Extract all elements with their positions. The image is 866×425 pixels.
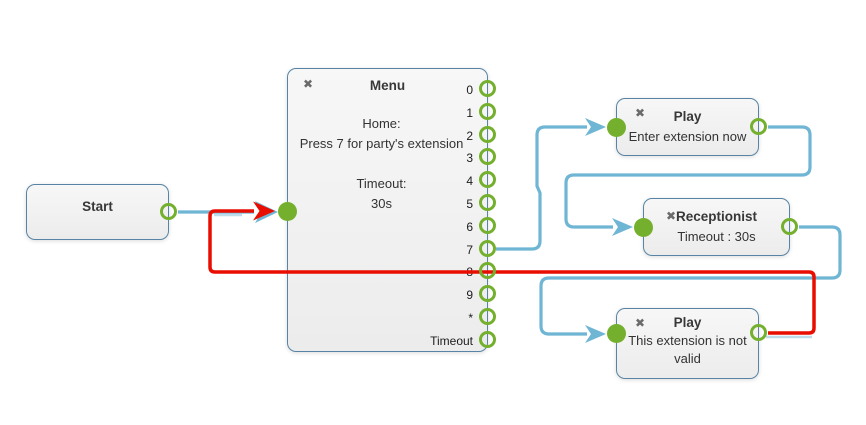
connector-line [496, 125, 587, 251]
close-icon[interactable]: ✖ [302, 77, 314, 91]
node-play-top-content: Play Enter extension now [617, 99, 758, 155]
menu-port-label-4: 4 [466, 174, 473, 188]
menu-port-label-9: 9 [466, 288, 473, 302]
menu-port-label-8: 8 [466, 265, 473, 279]
start-output-port[interactable] [160, 203, 177, 220]
node-start[interactable]: Start [26, 184, 169, 240]
node-receptionist-body: Timeout : 30s [677, 228, 756, 244]
arrowhead-icon [255, 201, 278, 223]
node-play-bottom-title: Play [673, 315, 702, 330]
menu-port-1[interactable] [479, 103, 496, 120]
menu-body-line [292, 154, 471, 174]
node-start-content: Start [27, 185, 168, 239]
menu-port-2[interactable] [479, 126, 496, 143]
menu-port-star[interactable] [479, 308, 496, 325]
menu-port-8[interactable] [479, 262, 496, 279]
arrowhead-icon [612, 218, 633, 236]
menu-port-3[interactable] [479, 148, 496, 165]
menu-port-label-0: 0 [466, 83, 473, 97]
play-bottom-input-port[interactable] [607, 324, 626, 343]
menu-body-line: Press 7 for party's extension [299, 136, 464, 151]
node-menu-body: Home: Press 7 for party's extension Time… [292, 114, 471, 214]
menu-port-label-2: 2 [466, 129, 473, 143]
connector-start-to-menu[interactable] [178, 201, 278, 223]
menu-port-5[interactable] [479, 194, 496, 211]
receptionist-output-port[interactable] [781, 218, 798, 235]
node-play-bottom-content: Play This extension is not valid [617, 309, 758, 378]
node-menu-title: Menu [369, 78, 406, 93]
receptionist-input-port[interactable] [634, 218, 653, 237]
node-start-title: Start [82, 198, 113, 214]
menu-port-0[interactable] [479, 80, 496, 97]
arrowhead-icon [585, 325, 606, 343]
menu-body-line: Home: [362, 116, 401, 131]
play-top-input-port[interactable] [607, 118, 626, 137]
menu-port-6[interactable] [479, 217, 496, 234]
menu-port-label-5: 5 [466, 197, 473, 211]
menu-port-label-1: 1 [466, 106, 473, 120]
connector-menu-7-to-play-top[interactable] [496, 118, 606, 251]
node-menu[interactable]: ✖ Menu Home: Press 7 for party's extensi… [287, 68, 488, 352]
node-receptionist-content: Receptionist Timeout : 30s [644, 199, 789, 255]
play-top-output-port[interactable] [750, 118, 767, 135]
node-receptionist[interactable]: ✖ Receptionist Timeout : 30s [643, 198, 790, 256]
menu-body-line: 30s [371, 196, 392, 211]
menu-port-timeout[interactable] [479, 331, 496, 348]
menu-port-label-6: 6 [466, 220, 473, 234]
node-play-bottom[interactable]: ✖ Play This extension is not valid [616, 308, 759, 379]
play-bottom-output-port[interactable] [750, 324, 767, 341]
close-icon[interactable]: ✖ [634, 106, 646, 120]
node-play-bottom-body: This extension is not valid [628, 333, 747, 366]
menu-port-7[interactable] [479, 240, 496, 257]
menu-port-label-star: * [468, 311, 473, 325]
menu-input-port[interactable] [278, 202, 297, 221]
menu-port-label-3: 3 [466, 151, 473, 165]
node-play-top-body: Enter extension now [628, 128, 747, 144]
menu-body-line: Timeout: [356, 176, 407, 191]
menu-port-label-timeout: Timeout [430, 334, 473, 348]
node-play-top-title: Play [673, 108, 702, 124]
menu-port-9[interactable] [479, 285, 496, 302]
menu-port-4[interactable] [479, 171, 496, 188]
arrowhead-icon [585, 118, 606, 136]
node-receptionist-title: Receptionist [675, 208, 757, 224]
node-play-top[interactable]: ✖ Play Enter extension now [616, 98, 759, 156]
menu-port-label-7: 7 [466, 243, 473, 257]
arrowhead-icon [253, 201, 275, 221]
